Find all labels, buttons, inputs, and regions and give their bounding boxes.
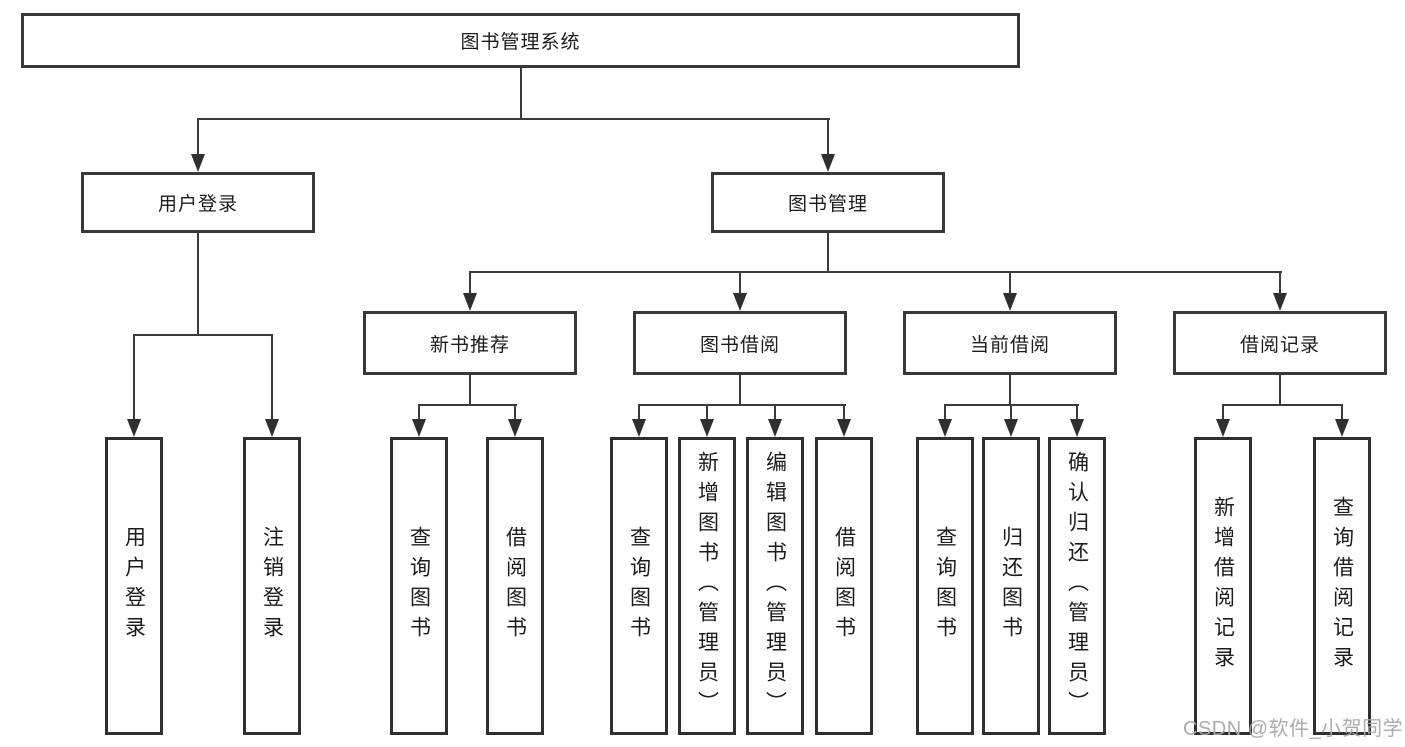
node-library-management-system: 图书管理系统 (21, 13, 1020, 68)
connector-line (706, 404, 708, 421)
connector-line (133, 334, 135, 421)
arrow-down-icon (768, 419, 782, 437)
leaf-label: 借阅图书 (503, 526, 527, 646)
arrow-down-icon (1273, 293, 1287, 311)
connector-line (469, 271, 1282, 273)
leaf-confirm-return-admin: 确认归还（管理员） (1048, 437, 1106, 735)
arrow-down-icon (1003, 293, 1017, 311)
connector-line (133, 334, 273, 336)
connector-line (1010, 404, 1012, 421)
leaf-label: 查询图书 (627, 526, 651, 646)
connector-line (1222, 404, 1343, 406)
arrow-down-icon (1004, 419, 1018, 437)
connector-line (1341, 404, 1343, 421)
connector-line (1279, 271, 1281, 297)
leaf-user-login: 用户登录 (105, 437, 163, 735)
node-book-management-branch: 图书管理 (711, 172, 945, 233)
node-label: 用户登录 (157, 194, 238, 215)
connector-line (418, 404, 517, 406)
node-book-borrowing: 图书借阅 (633, 311, 847, 375)
connector-line (774, 404, 776, 421)
node-label: 图书管理 (787, 194, 868, 215)
leaf-borrow-books-recommend: 借阅图书 (486, 437, 544, 735)
leaf-return-books: 归还图书 (982, 437, 1040, 735)
connector-line (469, 271, 471, 297)
leaf-label: 查询图书 (933, 526, 957, 646)
connector-line (843, 404, 845, 421)
connector-line (197, 118, 830, 120)
connector-line (638, 404, 640, 421)
arrow-down-icon (191, 154, 205, 172)
arrow-down-icon (733, 293, 747, 311)
connector-line (944, 404, 946, 421)
leaf-query-books-recommend: 查询图书 (390, 437, 448, 735)
leaf-query-borrow-record: 查询借阅记录 (1313, 437, 1371, 735)
connector-line (197, 118, 199, 158)
connector-line (1009, 271, 1011, 297)
node-label: 借阅记录 (1239, 334, 1320, 356)
connector-line (827, 118, 829, 158)
connector-line (1009, 375, 1011, 406)
leaf-label: 确认归还（管理员） (1065, 451, 1089, 721)
arrow-down-icon (821, 154, 835, 172)
arrow-down-icon (700, 419, 714, 437)
leaf-label: 借阅图书 (832, 526, 856, 646)
leaf-label: 注销登录 (260, 526, 284, 646)
node-new-book-recommendation: 新书推荐 (363, 311, 577, 375)
node-current-borrowing: 当前借阅 (903, 311, 1117, 375)
arrow-down-icon (127, 419, 141, 437)
leaf-add-books-admin: 新增图书（管理员） (678, 437, 736, 735)
connector-line (1076, 404, 1078, 421)
connector-line (514, 404, 516, 421)
node-label: 当前借阅 (969, 334, 1050, 356)
connector-line (520, 66, 522, 120)
node-label: 新书推荐 (429, 334, 510, 356)
arrow-down-icon (938, 419, 952, 437)
leaf-logout: 注销登录 (243, 437, 301, 735)
node-user-login-branch: 用户登录 (81, 172, 315, 233)
leaf-label: 查询借阅记录 (1330, 496, 1354, 676)
leaf-label: 查询图书 (407, 526, 431, 646)
arrow-down-icon (837, 419, 851, 437)
node-borrowing-records: 借阅记录 (1173, 311, 1387, 375)
connector-line (827, 233, 829, 273)
arrow-down-icon (1216, 419, 1230, 437)
leaf-label: 用户登录 (122, 526, 146, 646)
arrow-down-icon (1335, 419, 1349, 437)
leaf-label: 新增借阅记录 (1211, 496, 1235, 676)
csdn-watermark: CSDN @软件_小贺同学 (1183, 718, 1404, 740)
arrow-down-icon (508, 419, 522, 437)
leaf-edit-books-admin: 编辑图书（管理员） (746, 437, 804, 735)
leaf-label: 新增图书（管理员） (695, 451, 719, 721)
leaf-query-books-current: 查询图书 (916, 437, 974, 735)
node-label: 图书借阅 (699, 334, 780, 356)
connector-line (1222, 404, 1224, 421)
arrow-down-icon (632, 419, 646, 437)
leaf-query-books-borrowing: 查询图书 (610, 437, 668, 735)
connector-line (197, 233, 199, 336)
connector-line (739, 375, 741, 406)
arrow-down-icon (265, 419, 279, 437)
connector-line (1279, 375, 1281, 406)
connector-line (469, 375, 471, 406)
node-label: 图书管理系统 (460, 32, 581, 53)
leaf-label: 编辑图书（管理员） (763, 451, 787, 721)
arrow-down-icon (412, 419, 426, 437)
arrow-down-icon (463, 293, 477, 311)
connector-line (418, 404, 420, 421)
leaf-borrow-books: 借阅图书 (815, 437, 873, 735)
arrow-down-icon (1070, 419, 1084, 437)
connector-line (638, 404, 846, 406)
leaf-label: 归还图书 (999, 526, 1023, 646)
connector-line (739, 271, 741, 297)
leaf-add-borrow-record: 新增借阅记录 (1194, 437, 1252, 735)
connector-line (271, 334, 273, 421)
